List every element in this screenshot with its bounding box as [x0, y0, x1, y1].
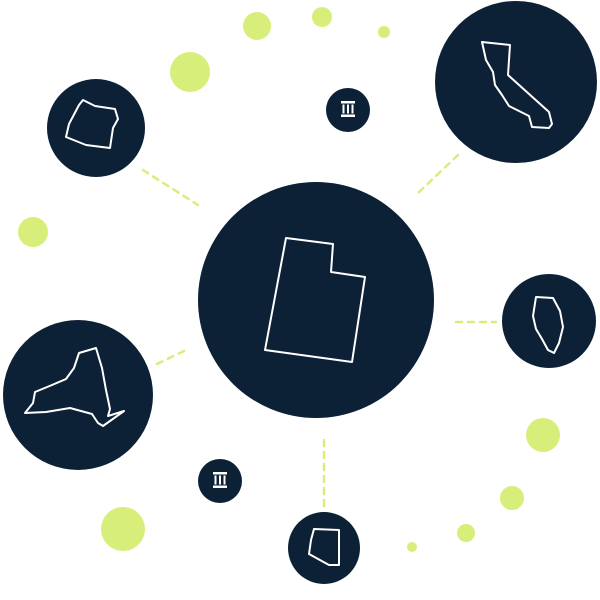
accent-dot	[378, 26, 390, 38]
connector-new-york	[155, 348, 188, 366]
courthouse-icon	[341, 101, 355, 117]
connector-california	[416, 153, 460, 195]
small-node-courthouse-top	[326, 88, 370, 132]
illinois-state-icon	[532, 296, 564, 354]
state-node-new-york	[3, 320, 153, 470]
arizona-state-icon	[308, 528, 340, 566]
accent-dot	[18, 217, 48, 247]
connectors	[141, 153, 498, 510]
new-york-state-icon	[24, 347, 125, 427]
state-node-california	[435, 1, 597, 163]
california-state-icon	[481, 41, 553, 129]
accent-dot	[101, 507, 145, 551]
accent-dot	[243, 12, 271, 40]
accent-dot	[170, 52, 210, 92]
accent-dot	[526, 418, 560, 452]
connector-oregon	[141, 168, 200, 207]
accent-dot	[407, 542, 417, 552]
accent-dot	[457, 524, 475, 542]
oregon-state-icon	[65, 99, 119, 149]
state-node-arizona	[288, 512, 360, 584]
accent-dots	[18, 7, 560, 552]
state-node-illinois	[502, 274, 596, 368]
state-node-oregon	[47, 79, 145, 177]
accent-dot	[500, 486, 524, 510]
courthouse-icon	[213, 472, 227, 488]
accent-dot	[312, 7, 332, 27]
utah-state-icon	[264, 237, 366, 363]
small-node-courthouse-bottom	[198, 459, 242, 503]
hub-node-utah	[198, 182, 434, 418]
